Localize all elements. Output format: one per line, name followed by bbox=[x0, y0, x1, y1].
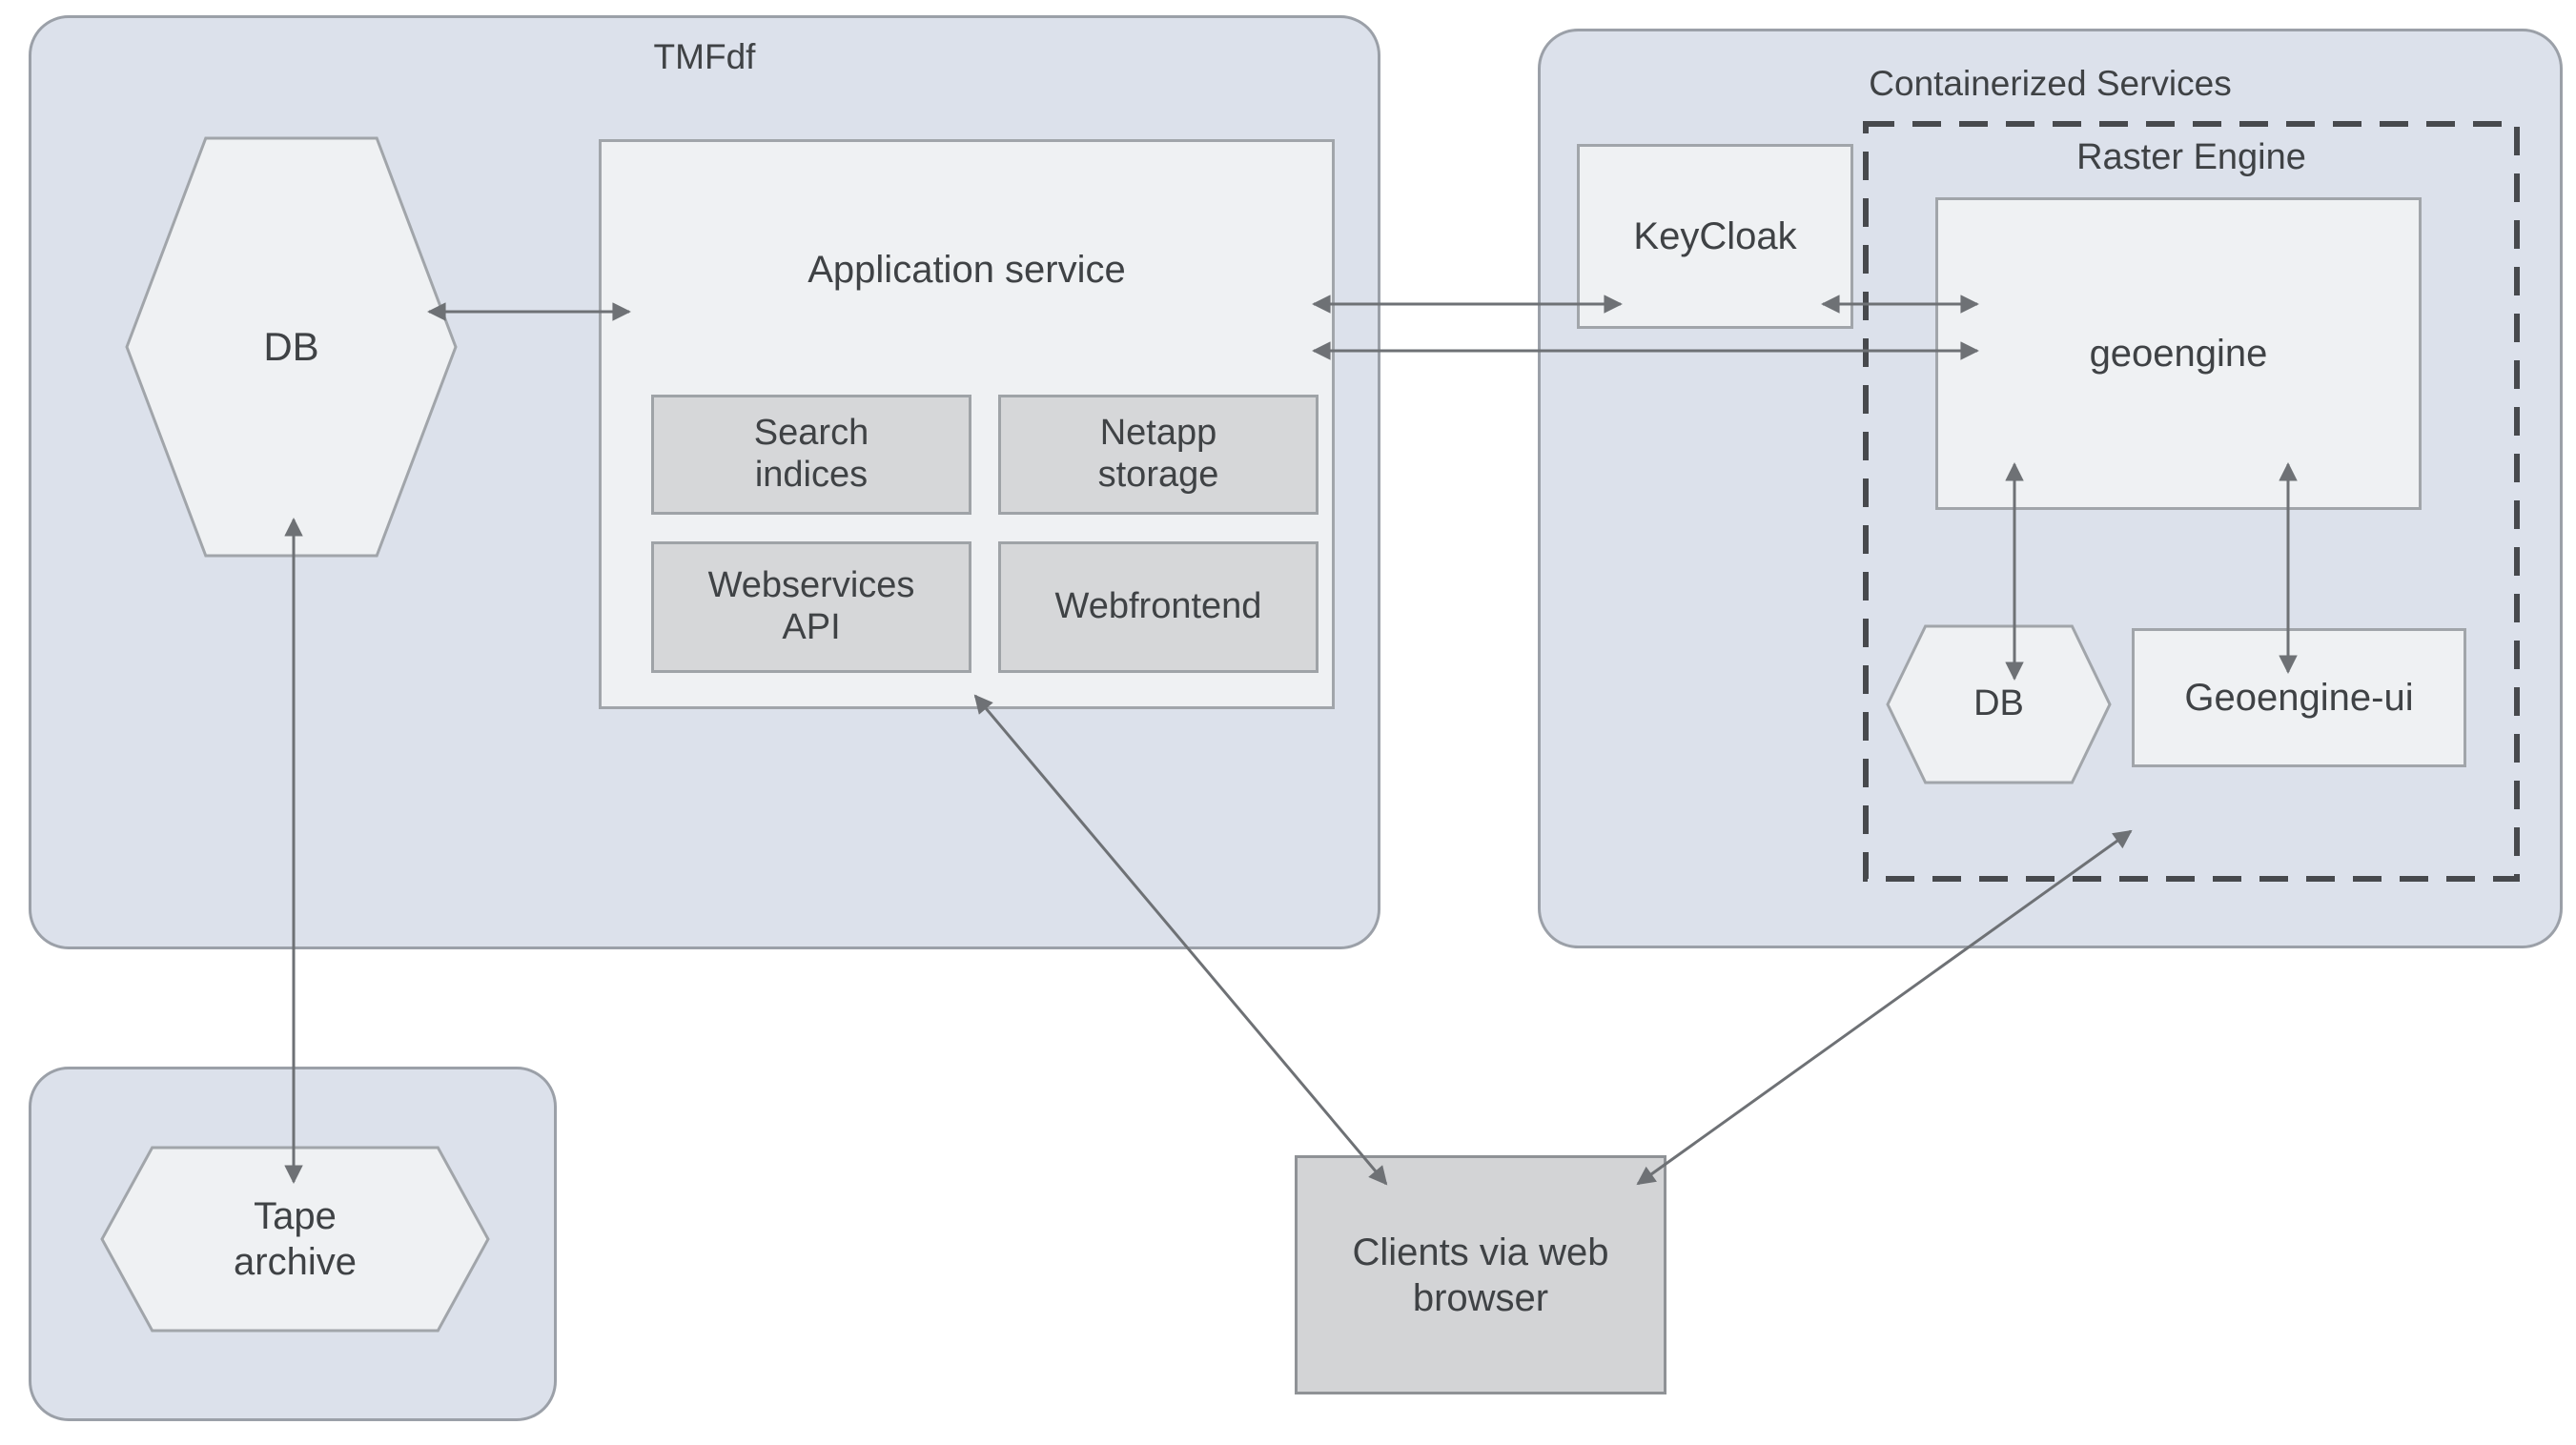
webservices-api-node: Webservices API bbox=[651, 541, 971, 673]
netapp-storage-label: Netapp storage bbox=[1097, 413, 1219, 495]
db-raster-hexagon-shape bbox=[1888, 626, 2110, 783]
webservices-api-label: Webservices API bbox=[707, 565, 915, 647]
clients-label: Clients via web browser bbox=[1352, 1231, 1609, 1319]
db-main-label: DB bbox=[263, 323, 319, 369]
clients-node: Clients via web browser bbox=[1295, 1155, 1666, 1394]
tape-archive-node: Tape archive bbox=[102, 1148, 488, 1331]
db-raster-label: DB bbox=[1973, 683, 2024, 724]
application-service-node: Application service Search indices Netap… bbox=[599, 139, 1335, 709]
tmfdf-title: TMFdf bbox=[653, 37, 756, 76]
keycloak-label: KeyCloak bbox=[1633, 215, 1797, 257]
tape-archive-label: Tape archive bbox=[234, 1195, 357, 1283]
webfrontend-label: Webfrontend bbox=[1054, 586, 1262, 627]
keycloak-node: KeyCloak bbox=[1577, 144, 1853, 329]
db-raster-node: DB bbox=[1888, 626, 2110, 783]
search-indices-label: Search indices bbox=[753, 413, 869, 495]
db-main-hexagon-shape bbox=[127, 138, 456, 556]
raster-engine-title: Raster Engine bbox=[2076, 137, 2306, 177]
application-service-label: Application service bbox=[808, 249, 1126, 291]
db-main-node: DB bbox=[127, 138, 456, 556]
netapp-storage-node: Netapp storage bbox=[998, 395, 1319, 515]
geoengine-label: geoengine bbox=[2089, 333, 2268, 375]
geoengine-ui-node: Geoengine-ui bbox=[2132, 628, 2466, 767]
search-indices-node: Search indices bbox=[651, 395, 971, 515]
tape-archive-hexagon-shape bbox=[102, 1148, 488, 1331]
geoengine-node: geoengine bbox=[1935, 197, 2422, 510]
webfrontend-node: Webfrontend bbox=[998, 541, 1319, 673]
containerized-services-title: Containerized Services bbox=[1869, 64, 2232, 103]
geoengine-ui-label: Geoengine-ui bbox=[2184, 677, 2414, 719]
